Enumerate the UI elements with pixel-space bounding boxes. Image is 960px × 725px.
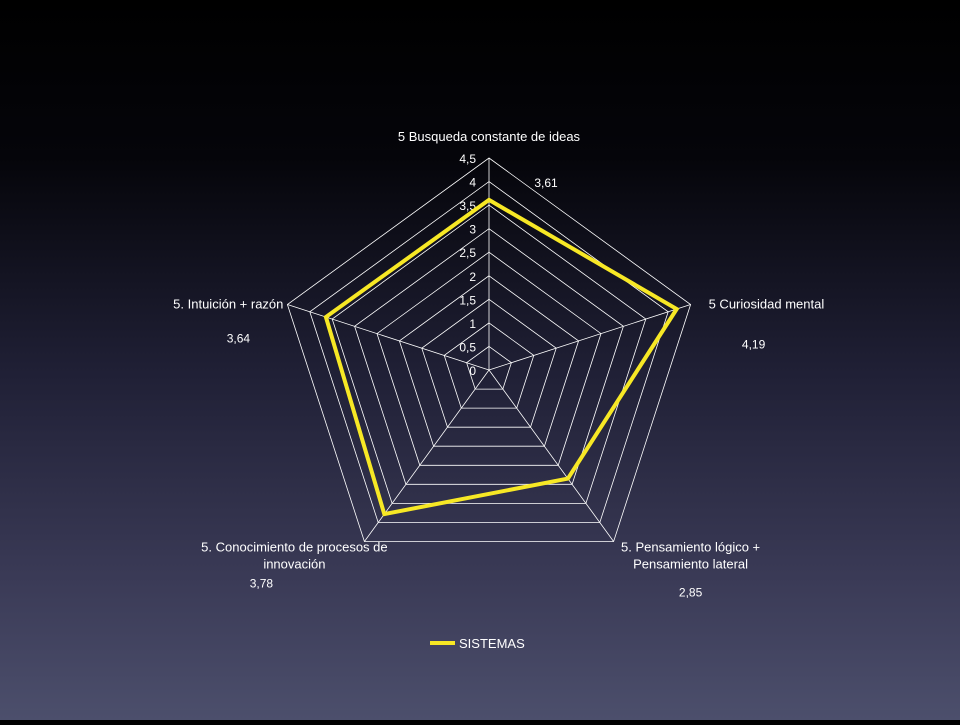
data-label-4: 3,64 — [227, 332, 251, 346]
grid-ring-2 — [443, 322, 535, 409]
grid-ring-8 — [309, 181, 669, 523]
grid-layer — [286, 157, 692, 542]
data-label-3: 3,78 — [250, 577, 274, 591]
grid-ring-5 — [376, 251, 602, 466]
series-layer — [323, 197, 680, 517]
data-label-0: 3,61 — [534, 176, 558, 190]
data-label-1: 4,19 — [742, 338, 766, 352]
legend: SISTEMAS — [430, 636, 525, 651]
grid-ring-9 — [286, 157, 692, 542]
tick-label-3: 1,5 — [459, 293, 476, 307]
series-line-0 — [323, 197, 680, 517]
category-label-4: 5. Intuición + razón — [173, 297, 283, 312]
legend-label-sistemas: SISTEMAS — [459, 636, 525, 651]
category-label-0: 5 Busqueda constante de ideas — [398, 129, 581, 144]
tick-label-8: 4 — [469, 176, 476, 190]
data-label-2: 2,85 — [679, 586, 703, 600]
tick-label-6: 3 — [469, 223, 476, 237]
tick-label-5: 2,5 — [459, 246, 476, 260]
grid-ring-1 — [466, 345, 512, 390]
label-layer: 5 Busqueda constante de ideas 3,61 5 Curio… — [173, 129, 824, 600]
grid-ring-4 — [398, 275, 580, 447]
tick-label-2: 1 — [469, 317, 476, 331]
tick-label-1: 0,5 — [459, 340, 476, 354]
tick-label-0: 0 — [469, 364, 476, 378]
axis-spoke-1 — [488, 304, 691, 371]
grid-ring-6 — [354, 228, 624, 485]
tick-label-9: 4,5 — [459, 152, 476, 166]
category-label-2: 5. Pensamiento lógico +Pensamiento later… — [621, 540, 760, 572]
axis-layer: 00,511,522,533,544,5 — [287, 152, 691, 542]
grid-ring-7 — [331, 204, 647, 504]
tick-label-4: 2 — [469, 270, 476, 284]
axis-spoke-4 — [287, 304, 490, 371]
category-label-1: 5 Curiosidad mental — [709, 297, 825, 312]
axis-spoke-2 — [488, 369, 614, 542]
grid-ring-3 — [421, 298, 557, 428]
